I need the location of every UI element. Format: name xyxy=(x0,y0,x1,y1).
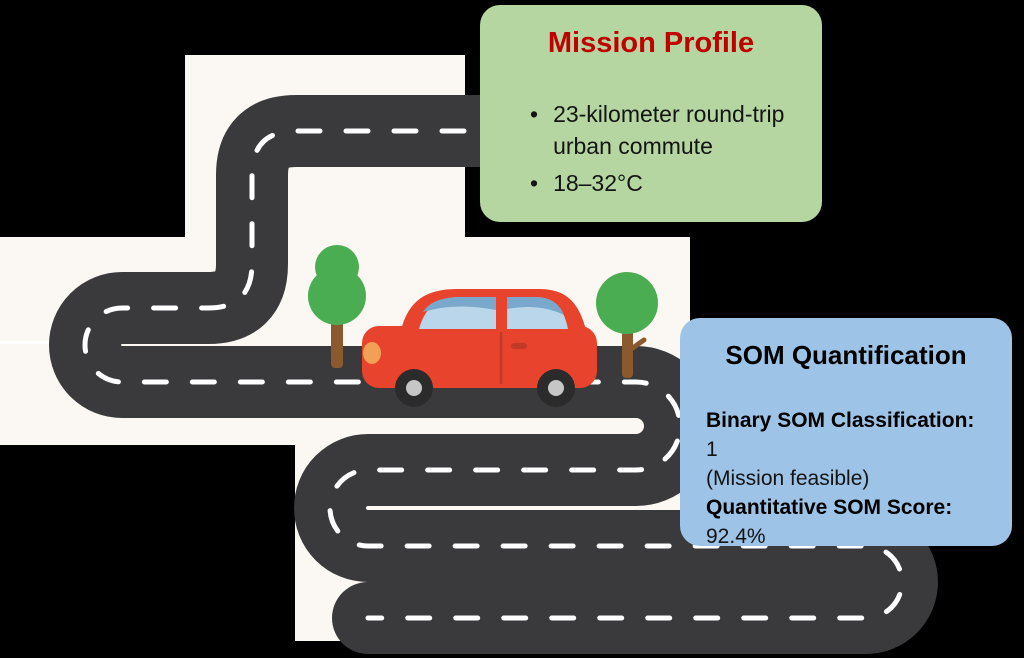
bullet-icon: • xyxy=(530,170,539,197)
som-body: Binary SOM Classification: 1 (Mission fe… xyxy=(680,407,1012,552)
som-classification-value: 1 xyxy=(706,437,718,461)
tree-icon-right xyxy=(596,272,658,378)
mission-profile-title: Mission Profile xyxy=(547,27,755,59)
som-score-label: Quantitative SOM Score: xyxy=(706,495,953,519)
mission-bullet-temperature: 18–32°C xyxy=(553,170,643,197)
car-front-hub xyxy=(406,380,422,396)
car-rear-window-shade xyxy=(507,297,564,315)
car-rear-hub xyxy=(548,380,564,396)
som-quantification-title: SOM Quantification xyxy=(725,340,967,370)
car-illustration xyxy=(362,289,597,407)
tree-icon-left xyxy=(308,245,366,368)
car-front-window-shade xyxy=(423,297,496,312)
som-classification-note: (Mission feasible) xyxy=(706,466,870,490)
som-classification-label: Binary SOM Classification: xyxy=(706,409,975,432)
som-quantification-card: SOM Quantification Binary SOM Classifica… xyxy=(680,318,1012,548)
car-door-handle xyxy=(511,343,527,349)
mission-bullet-distance: 23-kilometer round-trip urban commute xyxy=(553,101,785,160)
som-classification-line: Binary SOM Classification: 1 xyxy=(706,407,986,465)
mission-profile-list: • 23-kilometer round-trip urban commute … xyxy=(480,98,822,200)
tree-trunk xyxy=(622,326,633,378)
mission-profile-card: Mission Profile • 23-kilometer round-tri… xyxy=(480,5,822,222)
car-headlight xyxy=(363,342,381,364)
bullet-icon: • xyxy=(530,101,539,127)
list-item: • 23-kilometer round-trip urban commute xyxy=(530,98,822,162)
som-score-value: 92.4% xyxy=(706,524,766,548)
image-seam-line xyxy=(0,341,50,344)
tree-foliage xyxy=(596,272,658,334)
tree-foliage-top xyxy=(315,245,359,289)
list-item: • 18–32°C xyxy=(530,167,822,199)
